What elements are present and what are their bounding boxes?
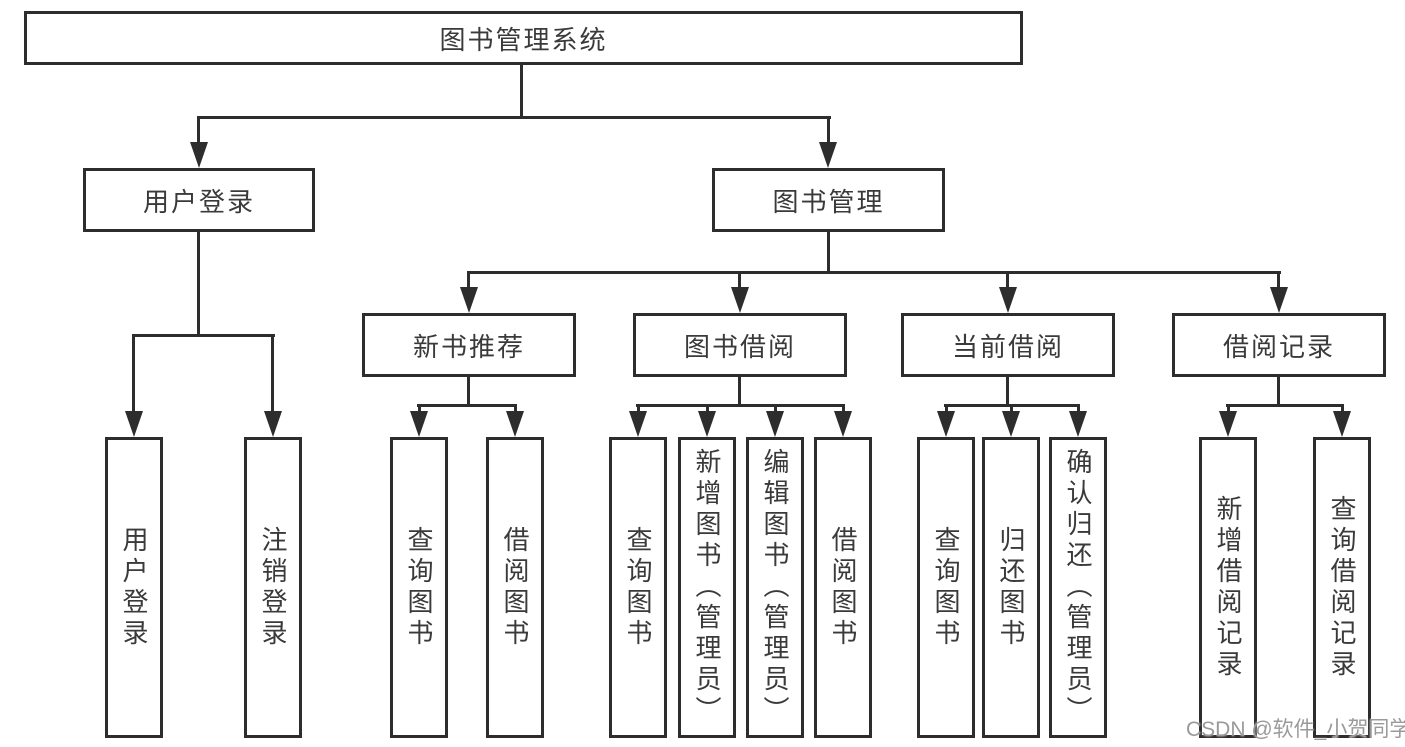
node-leaf-borrow-book-borrowing-label: 借阅图书 — [828, 525, 858, 650]
connector-line-to-user-login — [197, 118, 200, 144]
connector-line-current-borrowing-stem — [1006, 377, 1009, 406]
node-leaf-user-login: 用户登录 — [105, 437, 163, 738]
connector-line-to-current-borrowing — [1006, 273, 1009, 289]
connector-line-to-new-book-recommend — [467, 273, 470, 289]
connector-line-leaf-stem — [418, 405, 421, 413]
node-leaf-edit-book-label: 编辑图书（管理员） — [760, 448, 790, 727]
node-leaf-query-borrow-record: 查询借阅记录 — [1313, 437, 1371, 738]
node-root: 图书管理系统 — [24, 11, 1023, 65]
arrow-down-icon — [1333, 411, 1351, 437]
node-leaf-confirm-return-label: 确认归还（管理员） — [1063, 448, 1093, 727]
arrow-down-icon — [766, 411, 784, 437]
connector-line-leaf-stem — [774, 405, 777, 413]
node-leaf-query-book-recommend: 查询图书 — [390, 437, 448, 738]
arrow-down-icon — [1069, 411, 1087, 437]
connector-line-leaf-stem — [1341, 405, 1344, 413]
node-leaf-borrow-book-borrowing: 借阅图书 — [814, 437, 872, 738]
connector-line-borrowing-records-stem — [1277, 377, 1280, 406]
connector-line-leaf-stem — [1227, 405, 1230, 413]
node-leaf-return-book-label: 归还图书 — [996, 525, 1026, 650]
arrow-down-icon — [629, 411, 647, 437]
arrow-down-icon — [819, 142, 837, 168]
connector-line-leaf-stem — [842, 405, 845, 413]
node-leaf-user-login-label: 用户登录 — [119, 525, 149, 650]
node-leaf-query-book-current: 查询图书 — [917, 437, 975, 738]
connector-line-l3-horizontal — [467, 271, 1281, 274]
connector-line-book-management-stem — [827, 232, 830, 273]
connector-line-to-borrowing-records — [1277, 273, 1280, 289]
node-leaf-borrow-book-recommend: 借阅图书 — [486, 437, 544, 738]
arrow-down-icon — [460, 287, 478, 313]
connector-line-leaf-stem — [637, 405, 640, 413]
node-leaf-query-book-borrowing: 查询图书 — [609, 437, 667, 738]
arrow-down-icon — [264, 411, 282, 437]
arrow-down-icon — [190, 142, 208, 168]
arrow-down-icon — [834, 411, 852, 437]
node-leaf-query-book-borrowing-label: 查询图书 — [623, 525, 653, 650]
arrow-down-icon — [410, 411, 428, 437]
node-leaf-add-book-label: 新增图书（管理员） — [692, 448, 722, 727]
arrow-down-icon — [1002, 411, 1020, 437]
arrow-down-icon — [698, 411, 716, 437]
node-leaf-add-borrow-record: 新增借阅记录 — [1199, 437, 1257, 738]
node-leaf-add-borrow-record-label: 新增借阅记录 — [1213, 494, 1243, 681]
node-borrowing-records: 借阅记录 — [1172, 313, 1386, 377]
node-new-book-recommend: 新书推荐 — [362, 313, 576, 377]
arrow-down-icon — [1219, 411, 1237, 437]
connector-line-leaf-stem — [514, 405, 517, 413]
connector-line-recommend-horizontal — [417, 404, 517, 407]
node-new-book-recommend-label: 新书推荐 — [412, 331, 525, 362]
arrow-down-icon — [731, 287, 749, 313]
connector-line-borrowing-horizontal — [636, 404, 845, 407]
node-borrowing-records-label: 借阅记录 — [1222, 331, 1335, 362]
node-book-borrowing: 图书借阅 — [633, 313, 847, 377]
arrow-down-icon — [999, 287, 1017, 313]
connector-line-leaf-stem — [1010, 405, 1013, 413]
node-book-management: 图书管理 — [712, 168, 945, 232]
arrow-down-icon — [1270, 287, 1288, 313]
node-leaf-logout-label: 注销登录 — [258, 525, 288, 650]
connector-line-user-login-stem — [197, 232, 200, 336]
connector-line-to-book-management — [827, 118, 830, 144]
connector-line-user-login-horizontal — [132, 334, 275, 337]
node-user-login-label: 用户登录 — [142, 186, 255, 217]
node-current-borrowing-label: 当前借阅 — [951, 331, 1064, 362]
connector-line-root-stem — [520, 65, 523, 118]
connector-line-to-leaf-logout — [271, 336, 274, 413]
connector-line-leaf-stem — [1077, 405, 1080, 413]
node-leaf-borrow-book-recommend-label: 借阅图书 — [500, 525, 530, 650]
connector-line-l1-horizontal — [197, 116, 831, 119]
connector-line-to-leaf-user-login — [132, 336, 135, 413]
connector-line-book-borrowing-stem — [738, 377, 741, 406]
arrow-down-icon — [125, 411, 143, 437]
node-leaf-query-book-recommend-label: 查询图书 — [404, 525, 434, 650]
node-book-management-label: 图书管理 — [772, 186, 885, 217]
node-root-label: 图书管理系统 — [439, 24, 608, 55]
watermark: CSDN @软件_小贺同学 — [1186, 718, 1405, 741]
connector-line-new-book-recommend-stem — [467, 377, 470, 406]
node-leaf-confirm-return: 确认归还（管理员） — [1049, 437, 1107, 738]
node-leaf-return-book: 归还图书 — [982, 437, 1040, 738]
node-leaf-edit-book: 编辑图书（管理员） — [746, 437, 804, 738]
node-leaf-add-book: 新增图书（管理员） — [678, 437, 736, 738]
connector-line-to-book-borrowing — [738, 273, 741, 289]
connector-line-leaf-stem — [945, 405, 948, 413]
connector-line-leaf-stem — [706, 405, 709, 413]
node-leaf-query-borrow-record-label: 查询借阅记录 — [1327, 494, 1357, 681]
node-user-login: 用户登录 — [83, 168, 315, 232]
node-leaf-query-book-current-label: 查询图书 — [931, 525, 961, 650]
node-leaf-logout: 注销登录 — [244, 437, 302, 738]
connector-line-records-horizontal — [1226, 404, 1344, 407]
arrow-down-icon — [506, 411, 524, 437]
node-current-borrowing: 当前借阅 — [901, 313, 1115, 377]
arrow-down-icon — [937, 411, 955, 437]
node-book-borrowing-label: 图书借阅 — [683, 331, 796, 362]
